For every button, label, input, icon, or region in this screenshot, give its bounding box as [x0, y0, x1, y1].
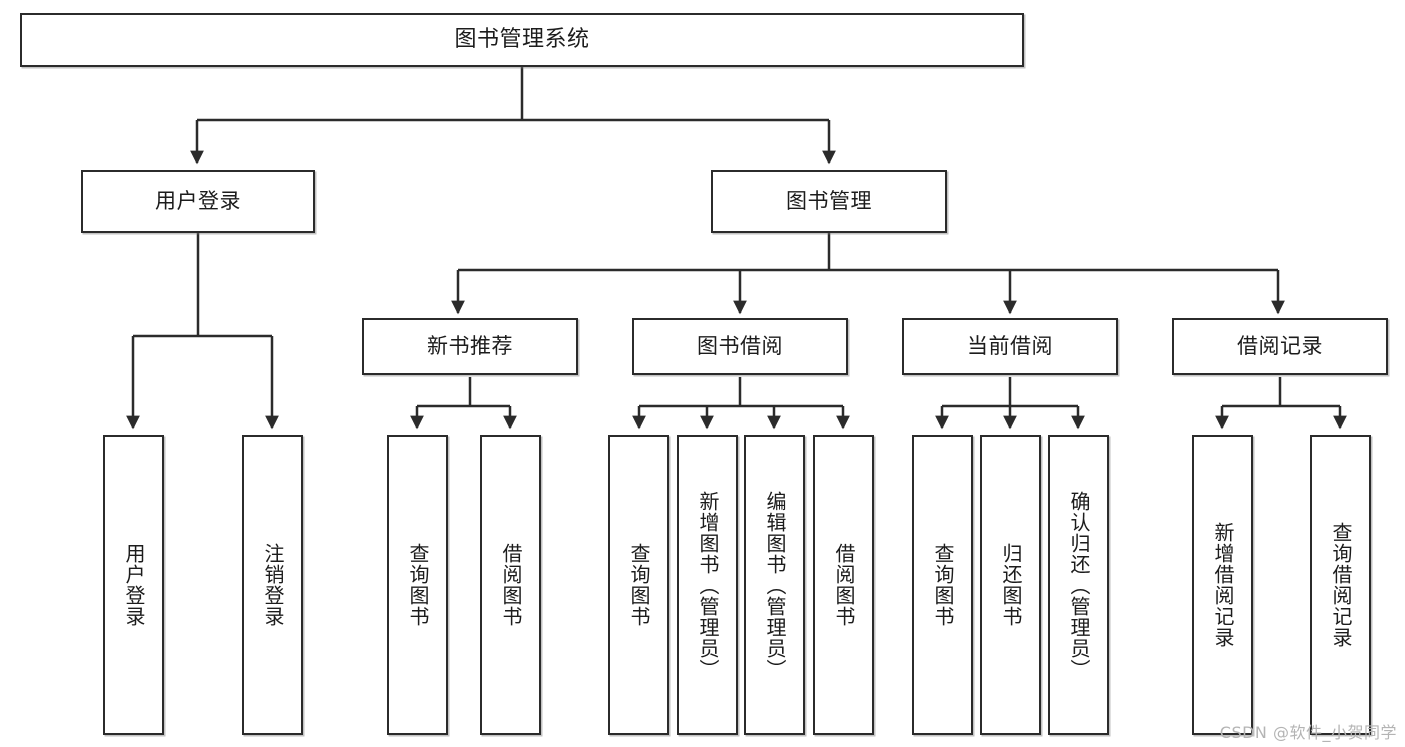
leaf-current-query-book[interactable]: 查询图书 [912, 435, 973, 735]
node-label: 图书管理系统 [454, 27, 590, 53]
leaf-record-add-record[interactable]: 新增借阅记录 [1192, 435, 1253, 735]
node-label: 用户登录 [122, 543, 146, 627]
node-label: 借阅记录 [1237, 334, 1323, 359]
node-root-system[interactable]: 图书管理系统 [20, 13, 1024, 67]
csdn-watermark: CSDN @软件_小贺同学 [1219, 723, 1397, 742]
leaf-record-query-record[interactable]: 查询借阅记录 [1310, 435, 1371, 735]
leaf-borrow-edit-book-admin[interactable]: 编辑图书（管理员） [744, 435, 805, 735]
leaf-logout-login[interactable]: 注销登录 [242, 435, 303, 735]
leaf-current-return-book[interactable]: 归还图书 [980, 435, 1041, 735]
node-label: 查询图书 [627, 543, 651, 627]
leaf-recommend-query-book[interactable]: 查询图书 [387, 435, 448, 735]
leaf-borrow-query-book[interactable]: 查询图书 [608, 435, 669, 735]
node-user-login[interactable]: 用户登录 [81, 170, 315, 233]
node-label: 借阅图书 [832, 543, 856, 627]
node-label: 图书借阅 [697, 334, 783, 359]
leaf-borrow-borrow-book[interactable]: 借阅图书 [813, 435, 874, 735]
node-book-borrow[interactable]: 图书借阅 [632, 318, 848, 375]
node-book-management[interactable]: 图书管理 [711, 170, 947, 233]
node-label: 编辑图书（管理员） [763, 490, 787, 680]
node-current-borrow[interactable]: 当前借阅 [902, 318, 1118, 375]
node-new-book-recommend[interactable]: 新书推荐 [362, 318, 578, 375]
node-label: 用户登录 [155, 189, 241, 214]
leaf-borrow-add-book-admin[interactable]: 新增图书（管理员） [677, 435, 738, 735]
node-label: 新书推荐 [427, 334, 513, 359]
leaf-current-confirm-return-admin[interactable]: 确认归还（管理员） [1048, 435, 1109, 735]
node-label: 查询图书 [406, 543, 430, 627]
node-label: 图书管理 [786, 189, 872, 214]
leaf-user-login[interactable]: 用户登录 [103, 435, 164, 735]
node-label: 注销登录 [261, 543, 285, 627]
node-label: 当前借阅 [967, 334, 1053, 359]
node-label: 借阅图书 [499, 543, 523, 627]
node-label: 新增借阅记录 [1211, 522, 1235, 648]
node-label: 归还图书 [999, 543, 1023, 627]
node-label: 查询图书 [931, 543, 955, 627]
node-borrow-record[interactable]: 借阅记录 [1172, 318, 1388, 375]
node-label: 查询借阅记录 [1329, 522, 1353, 648]
node-label: 确认归还（管理员） [1067, 490, 1091, 680]
leaf-recommend-borrow-book[interactable]: 借阅图书 [480, 435, 541, 735]
node-label: 新增图书（管理员） [696, 490, 720, 680]
